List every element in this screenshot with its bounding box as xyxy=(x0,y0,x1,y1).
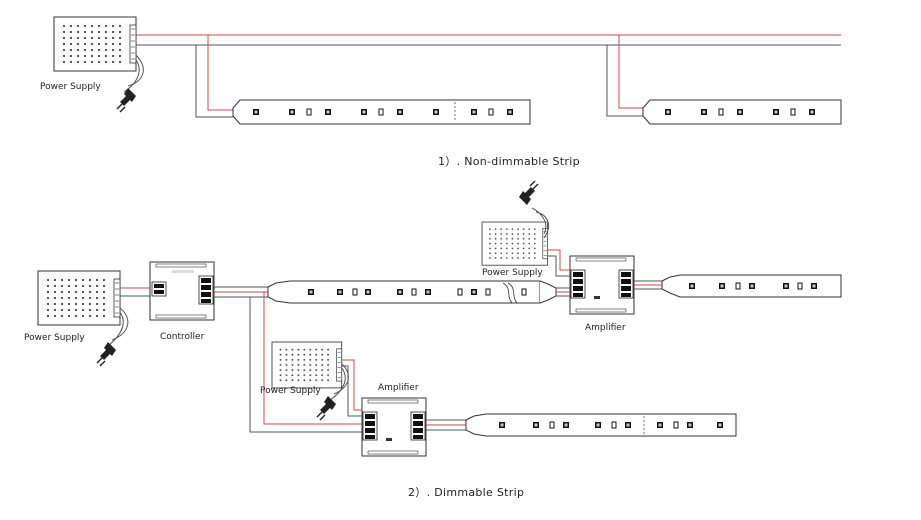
plug-icon xyxy=(116,87,137,113)
drop-wire-positive-1 xyxy=(207,35,233,111)
power-supply-main-label: Power Supply xyxy=(24,333,85,343)
caption-dimmable: 2）. Dimmable Strip xyxy=(408,486,524,499)
power-supply-main xyxy=(37,270,129,367)
amplifier-bottom-label: Amplifier xyxy=(378,383,419,393)
power-supply-1 xyxy=(53,16,144,113)
amplifier-top-label: Amplifier xyxy=(585,323,626,333)
power-supply-label: Power Supply xyxy=(40,82,101,92)
power-supply-bottom-label: Power Supply xyxy=(260,386,321,396)
plug-icon xyxy=(518,180,539,206)
wire-to-bottom-amplifier-grey xyxy=(249,297,364,433)
caption-non-dimmable: 1）. Non-dimmable Strip xyxy=(438,155,580,168)
led-strip-1 xyxy=(232,99,531,125)
amplifier-bottom xyxy=(361,397,427,457)
drop-wire-positive-2 xyxy=(618,35,643,109)
led-strip-2 xyxy=(642,99,842,125)
drop-wire-negative-2 xyxy=(606,45,643,117)
amplifier-top xyxy=(569,255,635,315)
power-supply-top-label: Power Supply xyxy=(482,268,543,278)
power-supply-top xyxy=(481,180,549,266)
led-strip-dimmable-c xyxy=(465,413,737,437)
drop-wire-negative-1 xyxy=(195,45,233,118)
controller-label: Controller xyxy=(160,332,205,342)
plug-icon xyxy=(316,395,337,421)
power-supply-bottom xyxy=(271,341,349,421)
led-strip-dimmable-b xyxy=(661,274,842,298)
led-strip-dimmable-a xyxy=(267,280,557,304)
controller xyxy=(149,261,215,321)
plug-icon xyxy=(96,341,117,367)
wire-to-bottom-amplifier-red xyxy=(263,292,364,425)
